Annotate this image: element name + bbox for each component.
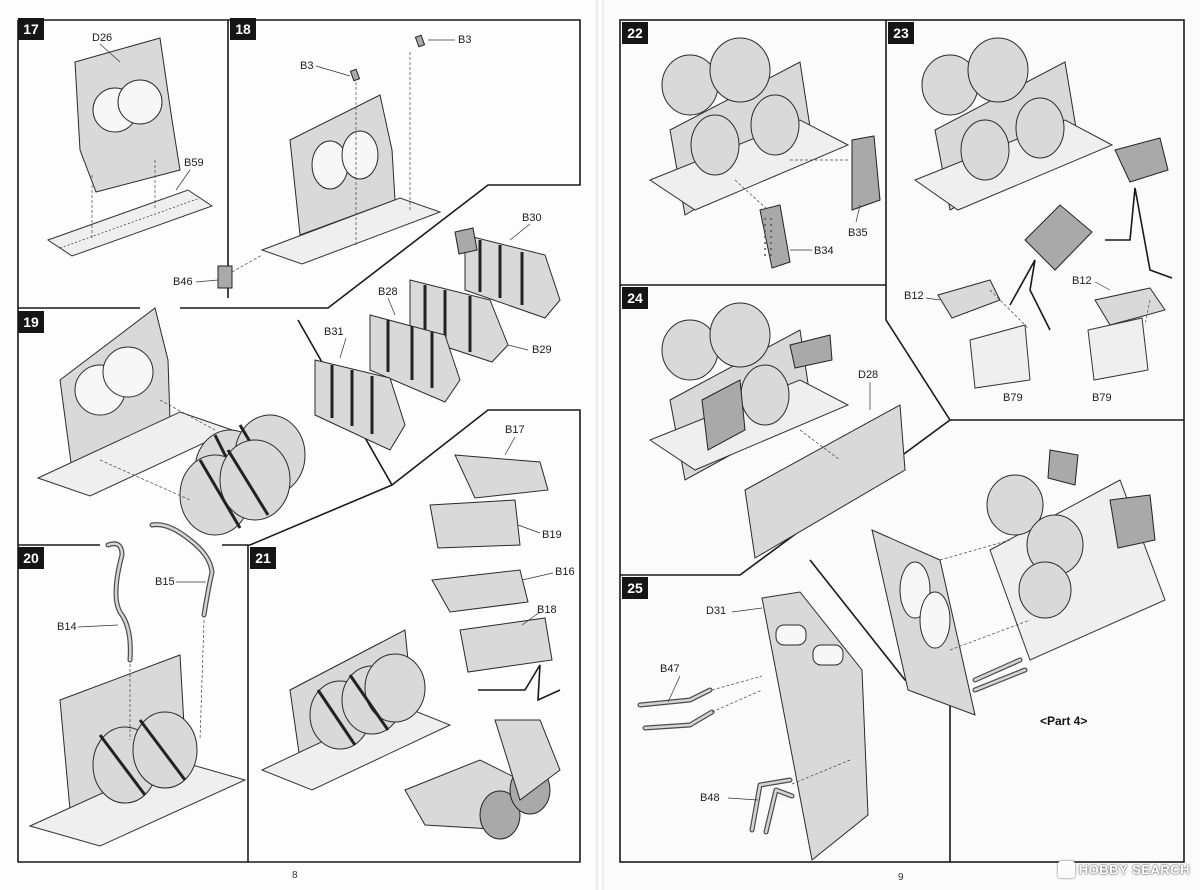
part-label-b18: B18 bbox=[537, 604, 557, 616]
step-20-illustration bbox=[28, 522, 247, 847]
part-label-d26: D26 bbox=[92, 32, 113, 44]
part-label-b47: B47 bbox=[660, 663, 680, 675]
frame-left-page bbox=[17, 19, 581, 863]
page-number-left: 8 bbox=[292, 870, 298, 881]
step-18-badge: 18 bbox=[230, 18, 256, 40]
part-label-b14: B14 bbox=[57, 621, 77, 633]
step-22-illustration bbox=[648, 37, 881, 269]
part-4-illustration bbox=[871, 449, 1166, 716]
step-25-illustration bbox=[637, 591, 869, 861]
page-number-right: 9 bbox=[898, 872, 904, 883]
step-24-illustration bbox=[648, 302, 906, 559]
part-label-b30: B30 bbox=[522, 212, 542, 224]
part-label-b46: B46 bbox=[173, 276, 193, 288]
part-label-b28: B28 bbox=[378, 286, 398, 298]
part-label-b15: B15 bbox=[155, 576, 175, 588]
step-24-badge: 24 bbox=[622, 287, 648, 309]
step-21-illustration bbox=[260, 436, 561, 840]
part-label-b12-a: B12 bbox=[904, 290, 924, 302]
step-23-illustration bbox=[913, 37, 1173, 389]
part-label-b12-b: B12 bbox=[1072, 275, 1092, 287]
exhaust-parts-b28-b31 bbox=[314, 223, 561, 451]
step-18-illustration bbox=[195, 34, 455, 289]
part-label-b34: B34 bbox=[814, 245, 834, 257]
step-20-badge: 20 bbox=[18, 547, 44, 569]
hobby-search-logo-icon bbox=[1057, 861, 1075, 878]
part-label-b17: B17 bbox=[505, 424, 525, 436]
step-19-badge: 19 bbox=[18, 311, 44, 333]
part-label-b79-b: B79 bbox=[1092, 392, 1112, 404]
step-17-illustration bbox=[46, 37, 214, 257]
step-25-badge: 25 bbox=[622, 577, 648, 599]
part-label-b3-a: B3 bbox=[300, 60, 314, 72]
part-label-b16: B16 bbox=[555, 566, 575, 578]
part-label-b3-b: B3 bbox=[458, 34, 472, 46]
part-label-d28: D28 bbox=[858, 369, 879, 381]
watermark-text: HOBBY SEARCH bbox=[1078, 862, 1190, 877]
step-22-badge: 22 bbox=[622, 22, 648, 44]
watermark: HOBBY SEARCH bbox=[1057, 861, 1190, 878]
book-gutter bbox=[596, 0, 604, 890]
step-17-badge: 17 bbox=[18, 18, 44, 40]
part-label-b31: B31 bbox=[324, 326, 344, 338]
part-label-b29: B29 bbox=[532, 344, 552, 356]
part-label-b19: B19 bbox=[542, 529, 562, 541]
part-label-b59: B59 bbox=[184, 157, 204, 169]
part-label-b79-a: B79 bbox=[1003, 392, 1023, 404]
part-4-caption: <Part 4> bbox=[1040, 714, 1088, 728]
part-label-d31: D31 bbox=[706, 605, 727, 617]
step-23-badge: 23 bbox=[888, 22, 914, 44]
part-label-b48: B48 bbox=[700, 792, 720, 804]
step-19-illustration bbox=[36, 307, 306, 536]
step-21-badge: 21 bbox=[250, 547, 276, 569]
part-label-b35: B35 bbox=[848, 227, 868, 239]
